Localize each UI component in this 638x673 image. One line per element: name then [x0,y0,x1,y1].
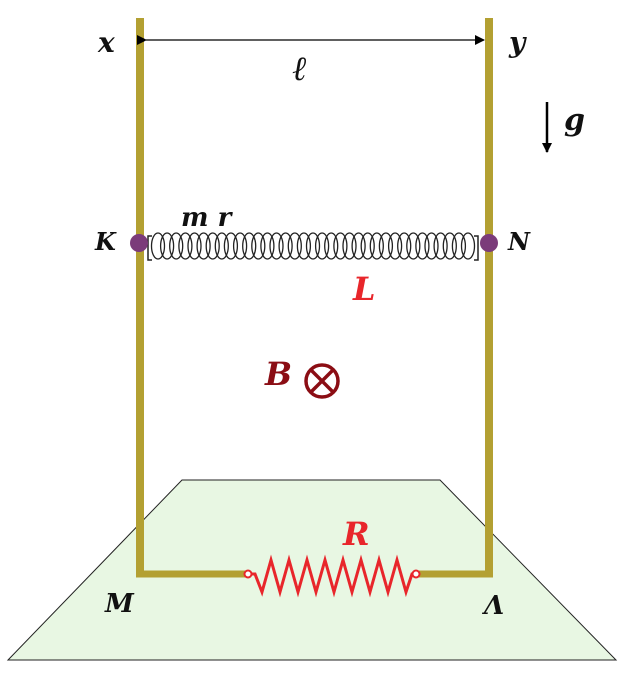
coil-loop [324,232,339,260]
coil-loop [406,232,421,260]
coil-loop [305,232,321,260]
coil-loop [424,232,439,260]
coil-bracket-left [147,235,152,261]
coil-bracket-right [474,235,479,261]
label-x: x [97,26,115,59]
coil-loop [169,232,184,260]
label-y: y [508,26,527,59]
coil-loop [159,232,175,260]
coil-loop [242,232,257,260]
coil-loop [397,232,412,260]
label-R: R [342,515,370,553]
table-surface [6,479,618,661]
coil-loop [451,232,467,260]
contact-K [130,234,148,252]
label-B: B [264,355,292,393]
coil-loop [269,232,284,260]
coil-rod [147,232,479,261]
coil-loop [387,232,403,260]
coil-loop [442,232,457,260]
label-K: K [94,227,117,256]
coil-loop [415,232,430,260]
label-N: N [507,227,531,256]
coil-loop [196,232,211,260]
coil-loop [460,232,476,260]
coil-loop [296,232,312,260]
coil-loop [260,232,275,260]
coil-loop [378,232,394,260]
label-g: g [564,103,585,138]
label-M: M [104,589,135,619]
coil-loop [369,232,384,260]
coil-loop [232,232,248,260]
label-mass-resistance: m r [181,203,234,233]
coil-loop [287,232,302,260]
coil-loop [360,232,375,260]
coil-loop [342,232,357,260]
resistor-terminal-left [243,569,253,579]
coil-loop [351,232,366,260]
field-into-page-symbol [304,363,340,399]
coil-loop [223,232,239,260]
coil-loop [150,232,166,260]
coil-loop [205,232,220,260]
label-length: ℓ [292,49,306,89]
coil-loop [178,232,193,260]
resistor-terminal-right [411,569,421,579]
resistor-R [248,554,416,598]
contact-N [480,234,498,252]
coil-loop [314,232,330,260]
coil-loop [187,232,202,260]
label-L: L [352,270,376,308]
coil-loop [433,232,448,260]
coil-loop [278,232,293,260]
coil-loop [251,232,266,260]
coil-loop [214,232,229,260]
coil-loop [333,232,348,260]
label-Lambda: Λ [481,591,504,621]
